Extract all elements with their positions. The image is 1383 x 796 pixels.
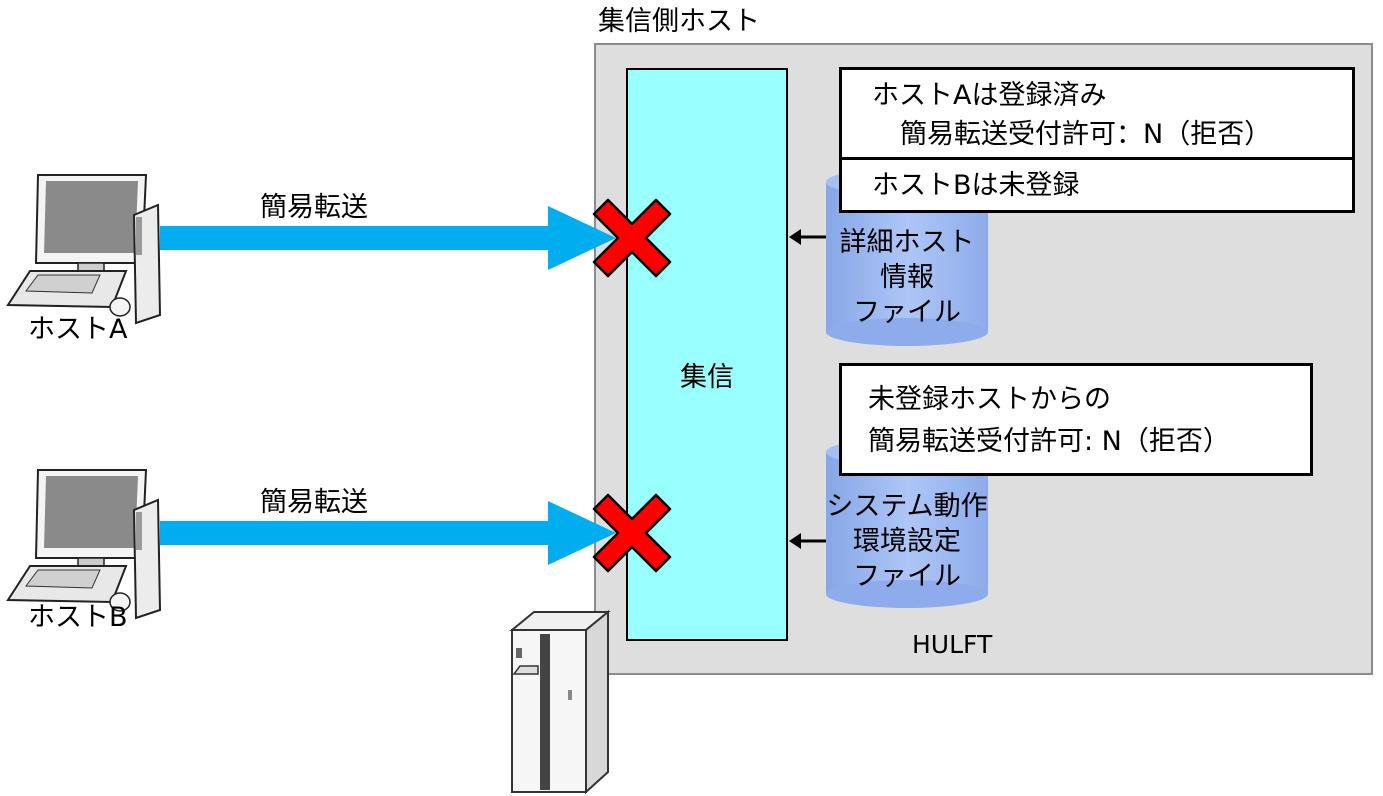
receive-panel-label: 集信 <box>680 362 734 393</box>
file-2-line-3: ファイル <box>853 561 961 593</box>
unregistered-host-note-box: 未登録ホストからの 簡易転送受付許可: N（拒否） <box>839 363 1313 476</box>
receiving-host-title: 集信側ホスト <box>598 6 760 37</box>
host-a-note-line2: 簡易転送受付許可：N（拒否） <box>900 119 1272 150</box>
host-b-label: ホストB <box>28 602 128 633</box>
host-b-note: ホストBは未登録 <box>872 170 1080 201</box>
system-env-file-label: システム動作 環境設定 ファイル <box>810 489 1004 594</box>
transfer-arrow-host-a <box>160 206 616 270</box>
host-a-note-box: ホストAは登録済み 簡易転送受付許可：N（拒否） <box>839 67 1355 160</box>
file-read-arrow-2 <box>789 533 826 549</box>
unregistered-note-line2: 簡易転送受付許可: N（拒否） <box>868 426 1230 457</box>
reject-mark-host-b <box>592 493 672 573</box>
reject-mark-host-a <box>592 198 672 278</box>
detail-host-info-file-label: 詳細ホスト 情報 ファイル <box>822 225 992 330</box>
file-read-arrow-1 <box>789 229 826 245</box>
transfer-arrow-host-b <box>160 501 616 565</box>
product-label: HULFT <box>912 630 993 659</box>
transfer-label-host-b: 簡易転送 <box>260 487 368 518</box>
mainframe-server-icon <box>509 609 611 795</box>
file-2-line-1: システム動作 <box>826 491 988 522</box>
unregistered-note-line1: 未登録ホストからの <box>868 384 1111 415</box>
file-1-line-2: 情報 <box>880 262 934 294</box>
host-a-note-line1: ホストAは登録済み <box>872 80 1107 111</box>
file-1-line-3: ファイル <box>853 297 961 329</box>
transfer-label-host-a: 簡易転送 <box>260 192 368 223</box>
host-a-label: ホストA <box>28 314 128 345</box>
host-b-note-box: ホストBは未登録 <box>839 157 1355 213</box>
file-2-line-2: 環境設定 <box>853 526 961 558</box>
file-1-line-1: 詳細ホスト <box>839 227 975 258</box>
pc-icon-host-b <box>6 469 162 620</box>
pc-icon-host-a <box>6 174 162 325</box>
